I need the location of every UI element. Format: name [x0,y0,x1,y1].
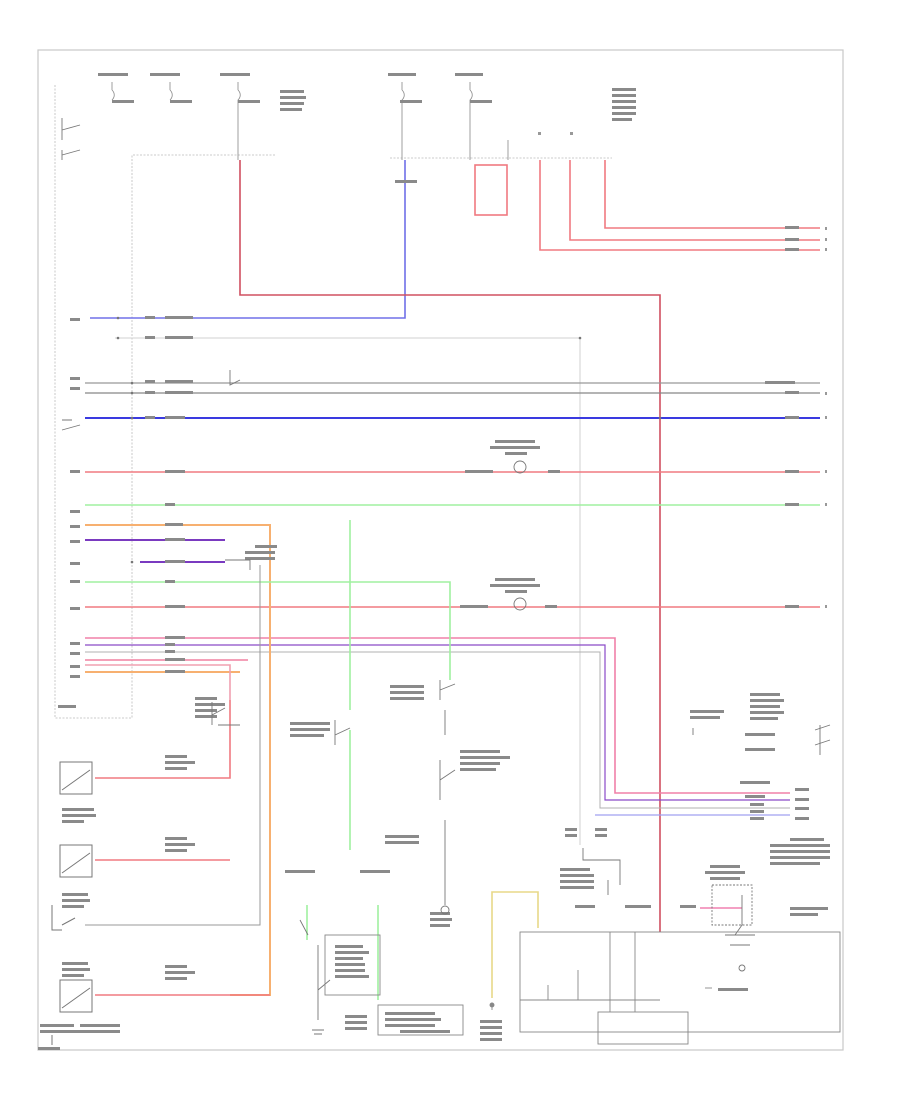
wire-blue-upper [90,160,406,319]
right-edge-terminals [538,132,827,608]
body-ecu-outline [54,85,275,719]
top-fuse-labels [98,73,636,183]
wire-pink-right [85,637,790,794]
wire-red-long [239,160,661,932]
wire-gray-right [85,651,790,809]
bottom-middle-modules [324,934,495,1036]
wire-yellow [491,891,539,998]
wire-red-door-1 [95,700,231,779]
right-front-door-switch-box [59,844,93,878]
left-front-door-switch-box [59,979,93,1013]
left-rear-door-switch-box [59,761,93,795]
bottom-right-module [519,931,841,1045]
diagram-frame [37,49,844,1051]
wire-violet-right [85,644,790,801]
wire-red-loop [474,164,508,216]
door-switch-labels [38,697,225,1050]
left-switch-symbols [61,118,241,431]
wire-green-mid [85,581,451,680]
junction-dots [116,316,662,564]
left-front-lamp-icon [513,597,527,611]
wire-pink-short2 [85,664,231,700]
fuse-symbols [111,82,509,160]
wire-red-top-2 [569,160,820,241]
wire-red-top-1 [539,160,820,251]
right-front-lamp-icon [513,460,527,474]
wire-gray-v1 [85,565,261,926]
component-symbols [211,460,831,1035]
wire-labels [58,226,799,708]
door-switch-boxes [51,761,93,1045]
wire-red-top-3 [604,160,820,229]
component-labels [245,440,830,1041]
door-lock-motor-box [711,884,753,926]
